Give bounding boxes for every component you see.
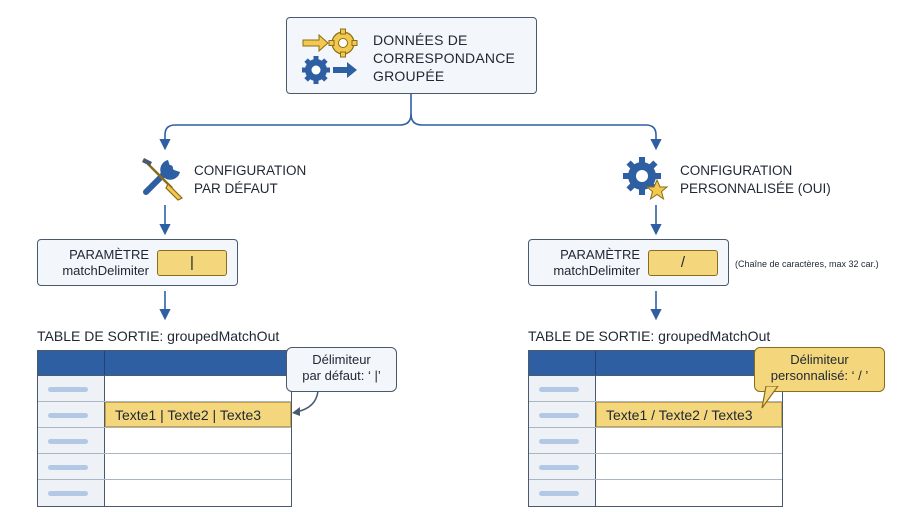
custom-config-line-2: PERSONNALISÉE (OUI) (680, 181, 831, 196)
callout-pointer-tail (761, 386, 779, 409)
default-output-table-title: TABLE DE SORTIE: groupedMatchOut (37, 328, 280, 344)
default-param-label: PARAMÈTRE matchDelimiter (62, 247, 149, 279)
custom-output-table-title: TABLE DE SORTIE: groupedMatchOut (528, 328, 771, 344)
gear-arrows-icon (302, 28, 358, 84)
custom-grouped-cell: Texte1 / Texte2 / Texte3 (596, 402, 782, 427)
table-row (38, 454, 291, 480)
table-row (38, 480, 291, 506)
callout-line-1: Délimiteur (312, 352, 371, 367)
custom-param-note: (Chaîne de caractères, max 32 car.) (735, 259, 879, 269)
default-config-line-2: PAR DÉFAUT (194, 181, 278, 196)
placeholder-bar (48, 465, 88, 470)
table-header-row (529, 351, 782, 376)
custom-output-table: Texte1 / Texte2 / Texte3 (528, 350, 783, 507)
default-output-table: Texte1 | Texte2 | Texte3 (37, 350, 292, 507)
custom-param-label: PARAMÈTRE matchDelimiter (553, 247, 640, 279)
param-name-line-1: PARAMÈTRE (560, 247, 640, 262)
param-name-line-2: matchDelimiter (62, 263, 149, 278)
default-param-box: PARAMÈTRE matchDelimiter | (37, 239, 238, 286)
custom-config-label: CONFIGURATION PERSONNALISÉE (OUI) (680, 162, 831, 198)
default-delimiter-value: | (157, 250, 227, 276)
default-config-line-1: CONFIGURATION (194, 163, 307, 178)
placeholder-bar (48, 413, 88, 418)
placeholder-bar (539, 491, 579, 496)
grouped-match-data-title: DONNÉES DE CORRESPONDANCE GROUPÉE (373, 31, 533, 85)
grouped-match-data-box: DONNÉES DE CORRESPONDANCE GROUPÉE (286, 17, 537, 94)
callout-line-1: Délimiteur (790, 352, 849, 367)
table-row (529, 480, 782, 506)
custom-config-line-1: CONFIGURATION (680, 163, 793, 178)
wrench-screwdriver-icon (142, 158, 184, 201)
table-row: Texte1 | Texte2 | Texte3 (38, 402, 291, 428)
default-delimiter-callout: Délimiteur par défaut: ‘ |’ (286, 347, 397, 392)
default-grouped-cell: Texte1 | Texte2 | Texte3 (105, 402, 291, 427)
param-name-line-2: matchDelimiter (553, 263, 640, 278)
callout-line-2: personnalisé: ‘ / ’ (770, 368, 869, 383)
table-row (38, 376, 291, 402)
custom-delimiter-value: / (648, 250, 718, 276)
default-config-label: CONFIGURATION PAR DÉFAUT (194, 162, 306, 198)
top-to-right-branch-line (410, 113, 662, 151)
placeholder-bar (539, 439, 579, 444)
title-line-2: CORRESPONDANCE (373, 50, 516, 66)
callout-line-2: par défaut: ‘ |’ (302, 368, 381, 383)
table-header-row (38, 351, 291, 376)
custom-param-box: PARAMÈTRE matchDelimiter / (528, 239, 729, 286)
callout-pointer-arrow (292, 390, 319, 416)
top-to-branches-line (159, 94, 412, 151)
gear-star-icon (623, 157, 669, 201)
placeholder-bar (48, 387, 88, 392)
table-row (529, 376, 782, 402)
title-line-3: GROUPÉE (373, 68, 445, 84)
table-row (38, 428, 291, 454)
table-row: Texte1 / Texte2 / Texte3 (529, 402, 782, 428)
table-row (529, 428, 782, 454)
placeholder-bar (539, 387, 579, 392)
table-row (529, 454, 782, 480)
param-name-line-1: PARAMÈTRE (69, 247, 149, 262)
custom-delimiter-callout: Délimiteur personnalisé: ‘ / ’ (754, 347, 885, 392)
title-line-1: DONNÉES DE (373, 32, 468, 48)
placeholder-bar (48, 439, 88, 444)
placeholder-bar (48, 491, 88, 496)
placeholder-bar (539, 465, 579, 470)
placeholder-bar (539, 413, 579, 418)
